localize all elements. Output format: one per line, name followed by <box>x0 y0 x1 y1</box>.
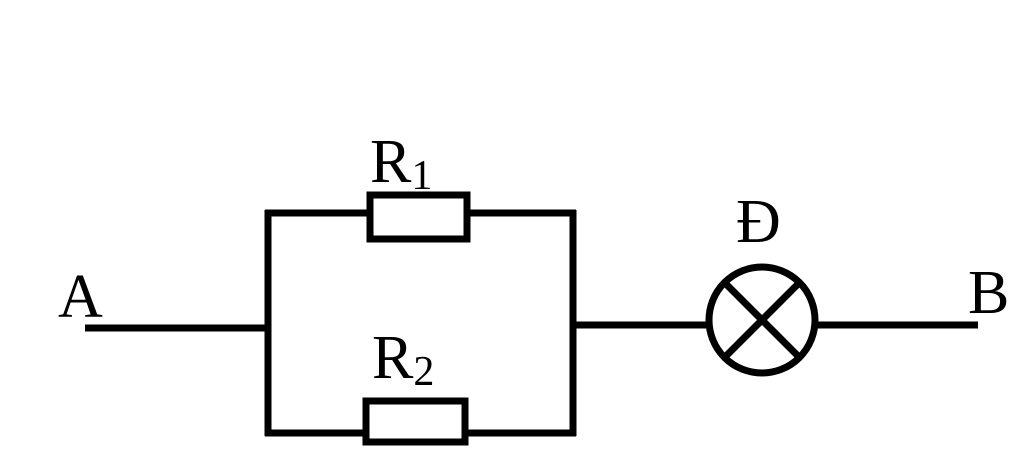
resistor-r2-subscript: 2 <box>413 349 434 395</box>
terminal-b-label: B <box>968 259 1009 327</box>
resistor-r1-label: R1 <box>370 128 432 199</box>
lamp-icon <box>705 263 819 377</box>
resistor-r1 <box>366 191 471 243</box>
lamp-label: Đ <box>736 188 781 256</box>
resistor-r2-symbol: R <box>372 324 414 392</box>
resistor-r2-label: R2 <box>372 324 434 395</box>
resistor-r1-symbol: R <box>370 128 412 196</box>
terminal-a-label: A <box>58 263 103 331</box>
resistor-r2 <box>362 397 469 446</box>
resistor-r1-subscript: 1 <box>411 153 432 199</box>
